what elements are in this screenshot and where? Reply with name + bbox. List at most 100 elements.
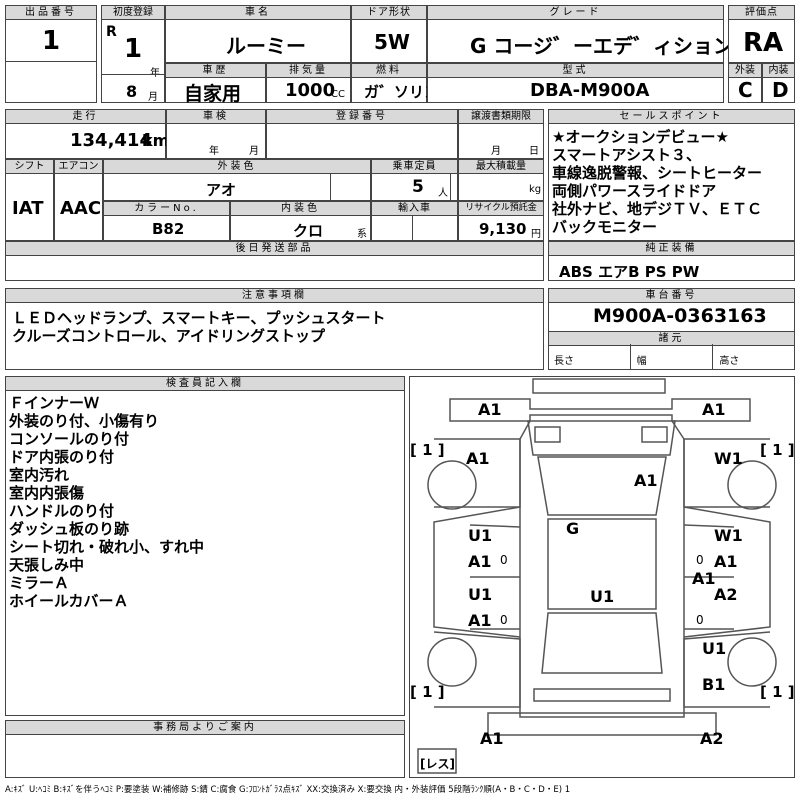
mark-door-rr: A2 [714, 585, 738, 604]
chassis-value: M900A-0363163 [593, 305, 767, 327]
grade-header: グレード [427, 5, 724, 20]
aircon-cell: エアコン AAC [54, 159, 103, 241]
exterior-value: C [738, 78, 753, 102]
later-parts-header: 後日発送部品 [5, 241, 544, 256]
later-parts-box: 後日発送部品 [5, 241, 544, 281]
mark-rear-left: A1 [480, 729, 504, 748]
history-cell: 車歴 自家用 [165, 63, 266, 105]
exterior-header: 外装 [728, 63, 762, 78]
mark-front-right: A1 [702, 400, 726, 419]
fuel-value: ガ゛ソリン [364, 83, 440, 101]
insp-month-unit: 月 [249, 146, 259, 157]
interior-cell: 内装 D [762, 63, 795, 103]
office-header: 事務局よりご案内 [5, 720, 405, 735]
mark-fender-l: A1 [466, 449, 490, 468]
shift-cell: シフト IAT [5, 159, 54, 241]
sales-point-box: セールスポイント ★オークションデビュー★ スマートアシスト３、 車線逸脱警報、… [548, 109, 795, 241]
score-header: 評価点 [728, 5, 795, 20]
reg-year-value: 1 [124, 34, 143, 64]
shift-value: IAT [12, 198, 44, 219]
exterior-cell: 外装 C [728, 63, 762, 103]
first-reg-header: 初度登録 [101, 5, 165, 20]
mileage-header: 走行 [5, 109, 166, 124]
mark-center-right: A1 [692, 569, 716, 588]
model-code-header: 型式 [427, 63, 724, 78]
mark-roof: G [566, 519, 580, 538]
int-color-header: 内装色 [230, 201, 371, 216]
mark-zero-4: 0 [696, 613, 704, 627]
interior-header: 内装 [762, 63, 795, 78]
mark-tire-fr: [ 1 ] [760, 441, 795, 459]
era-value: R [106, 24, 117, 40]
specs-header: 諸元 [548, 331, 795, 346]
ext-color-cell: 外装色 アオ [103, 159, 371, 201]
mark-front-left: A1 [478, 400, 502, 419]
mark-tire-rl: [ 1 ] [410, 683, 445, 701]
sales-point-list: ★オークションデビュー★ スマートアシスト３、 車線逸脱警報、シートヒーター 両… [552, 128, 762, 236]
genuine-box: 純正装備 ABS エアB PS PW [548, 241, 795, 281]
capacity-value: 5 [412, 177, 424, 197]
shift-header: シフト [5, 159, 54, 174]
notice-item: ＬＥＤヘッドランプ、スマートキー、プッシュスタート [12, 309, 386, 327]
mark-tire-fl: [ 1 ] [410, 441, 445, 459]
mark-door-fr-top: W1 [714, 526, 743, 545]
mark-zero-2: 0 [500, 613, 508, 627]
mileage-value: 134,414 [70, 130, 152, 151]
inspector-note: 外装のり付、小傷有り [9, 412, 160, 430]
mark-spare: [レス] [420, 757, 455, 771]
sales-point-item: バックモニター [552, 218, 658, 236]
transfer-cell: 譲渡書類期限 月 日 [458, 109, 544, 159]
office-box: 事務局よりご案内 [5, 720, 405, 778]
score-value: RA [743, 28, 784, 58]
mileage-cell: 走行 134,414 km [5, 109, 169, 159]
inspector-list: ＦインナーＷ 外装のり付、小傷有り コンソールのり付 ドア内張のり付 室内汚れ … [9, 394, 204, 610]
inspection-cell: 車検 年 月 [166, 109, 266, 159]
inspector-note: ハンドルのり付 [9, 502, 115, 520]
max-load-cell: 最大積載量 kg [458, 159, 544, 201]
inspector-header: 検査員記入欄 [5, 376, 405, 391]
genuine-header: 純正装備 [548, 241, 795, 256]
legend: A:ｷｽﾞ U:ﾍｺﾐ B:ｷｽﾞを伴うﾍｺﾐ P:要塗装 W:補修跡 S:錆 … [5, 785, 571, 795]
mark-door-fl-top: U1 [468, 526, 493, 545]
inspector-note: ホイールカバーＡ [9, 592, 129, 610]
sales-point-item: ★オークションデビュー★ [552, 128, 729, 146]
chassis-header: 車台番号 [548, 288, 795, 303]
ext-color-value: アオ [206, 181, 237, 199]
mark-door-rl-bot: A1 [468, 611, 492, 630]
mark-tire-rr: [ 1 ] [760, 683, 795, 701]
max-load-header: 最大積載量 [458, 159, 544, 174]
notice-list: ＬＥＤヘッドランプ、スマートキー、プッシュスタート クルーズコントロール、アイド… [12, 309, 386, 345]
mark-rear-right: A2 [700, 729, 724, 748]
fuel-header: 燃料 [351, 63, 427, 78]
inspector-note: ミラーＡ [9, 574, 70, 592]
recycle-header: リサイクル預託金 [458, 201, 544, 216]
mark-door-fl-bot: A1 [468, 552, 492, 571]
aircon-header: エアコン [54, 159, 103, 174]
mark-hood: A1 [634, 471, 658, 490]
mark-door-fr-bot: A1 [714, 552, 738, 571]
lot-no-value: 1 [42, 26, 61, 56]
lot-no-cell: 出品番号 1 [5, 5, 97, 103]
recycle-cell: リサイクル預託金 9,130 円 [458, 201, 544, 241]
reg-no-cell: 登録番号 [266, 109, 458, 159]
history-header: 車歴 [165, 63, 266, 78]
mark-rear-fender-r-bot: B1 [702, 675, 726, 694]
sales-point-item: 社外ナビ、地デジＴＶ、ＥＴＣ [552, 200, 763, 218]
mark-fender-r: W1 [714, 449, 743, 468]
car-outline [417, 378, 777, 774]
inspector-box: 検査員記入欄 ＦインナーＷ 外装のり付、小傷有り コンソールのり付 ドア内張のり… [5, 376, 405, 716]
interior-value: D [772, 78, 789, 102]
car-name-value: ルーミー [226, 34, 306, 58]
inspector-note: ドア内張のり付 [9, 448, 115, 466]
max-load-unit: kg [529, 184, 542, 195]
import-cell: 輸入車 [371, 201, 458, 241]
inspection-header: 車検 [166, 109, 266, 124]
notice-header: 注意事項欄 [5, 288, 544, 303]
recycle-unit: 円 [531, 229, 541, 240]
notice-item: クルーズコントロール、アイドリングストップ [12, 327, 326, 345]
color-no-header: カラーNo. [103, 201, 230, 216]
aircon-value: AAC [60, 198, 102, 219]
int-color-cell: 内装色 クロ 系 [230, 201, 371, 241]
transfer-header: 譲渡書類期限 [458, 109, 544, 124]
color-no-value: B82 [152, 220, 185, 238]
